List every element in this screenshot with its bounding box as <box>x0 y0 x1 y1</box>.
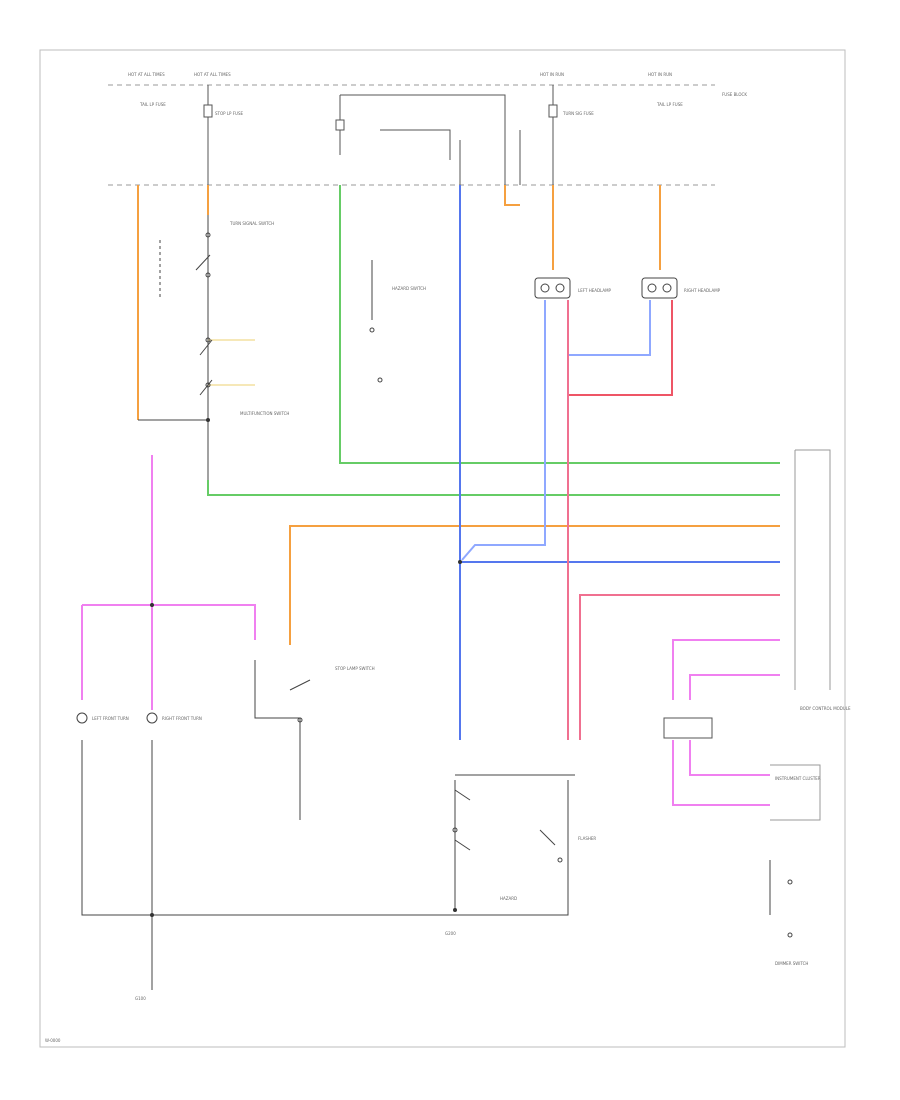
left-headlamp-label: LEFT HEADLAMP <box>578 288 612 293</box>
orange-wires <box>137 185 780 645</box>
flasher-switch-symbol <box>452 789 563 863</box>
blue-wires <box>459 185 780 740</box>
top-fuse-label-3: HOT IN RUN <box>540 72 564 77</box>
flasher-label: FLASHER <box>578 836 596 841</box>
diagram-border <box>39 49 846 1048</box>
dimmer-label: DIMMER SWITCH <box>775 961 808 966</box>
right-headlamp <box>641 277 678 299</box>
turn-signal-switch-label: TURN SIGNAL SWITCH <box>229 221 274 226</box>
top-fuse-label-4: HOT IN RUN <box>648 72 672 77</box>
hazard-switch-label: HAZARD SWITCH <box>392 286 426 291</box>
green-wires <box>207 185 780 496</box>
fuse-c-label: TURN SIG FUSE <box>562 111 594 116</box>
left-front-turn-lamp <box>76 712 88 724</box>
right-front-turn-lamp <box>146 712 158 724</box>
ground-wires <box>81 215 575 990</box>
dimmer-switch-symbol <box>769 860 793 938</box>
top-fuse-label-2: HOT AT ALL TIMES <box>194 72 231 77</box>
fuse-symbols <box>203 104 558 131</box>
turn-signal-switch <box>159 232 213 396</box>
left-front-turn-label: LEFT FRONT TURN <box>92 716 129 721</box>
body-control-module <box>794 449 831 690</box>
right-front-turn-label: RIGHT FRONT TURN <box>162 716 202 721</box>
body-control-label: BODY CONTROL MODULE <box>800 706 851 711</box>
top-fuse-label-1: HOT AT ALL TIMES <box>128 72 165 77</box>
footer-code: W-0000 <box>45 1038 61 1043</box>
multifunction-label: MULTIFUNCTION SWITCH <box>240 411 289 416</box>
instrument-cluster-box <box>770 764 821 821</box>
splice-dots <box>150 418 462 917</box>
instrument-cluster-label: INSTRUMENT CLUSTER <box>775 776 821 781</box>
right-headlamp-label: RIGHT HEADLAMP <box>684 288 721 293</box>
fusebox-label: FUSE BLOCK <box>722 92 747 97</box>
red-wires <box>567 300 780 740</box>
fuse-d-label: TAIL LP FUSE <box>656 102 683 107</box>
stop-lamp-switch-label: STOP LAMP SWITCH <box>335 666 375 671</box>
stop-lamp-switch-symbol <box>289 679 311 723</box>
connector-block-bottom-right <box>663 717 713 739</box>
hazard-label: HAZARD <box>500 896 517 901</box>
fuse-a-label: TAIL LP FUSE <box>139 102 166 107</box>
ground-1-label: G100 <box>135 996 146 1001</box>
hazard-switch-symbol <box>369 260 383 383</box>
fuse-b-label: STOP LP FUSE <box>215 111 243 116</box>
left-headlamp <box>534 277 571 299</box>
pink-wires <box>81 455 780 806</box>
fuse-feed-hazard <box>339 94 521 185</box>
ground-2-label: G200 <box>445 931 456 936</box>
